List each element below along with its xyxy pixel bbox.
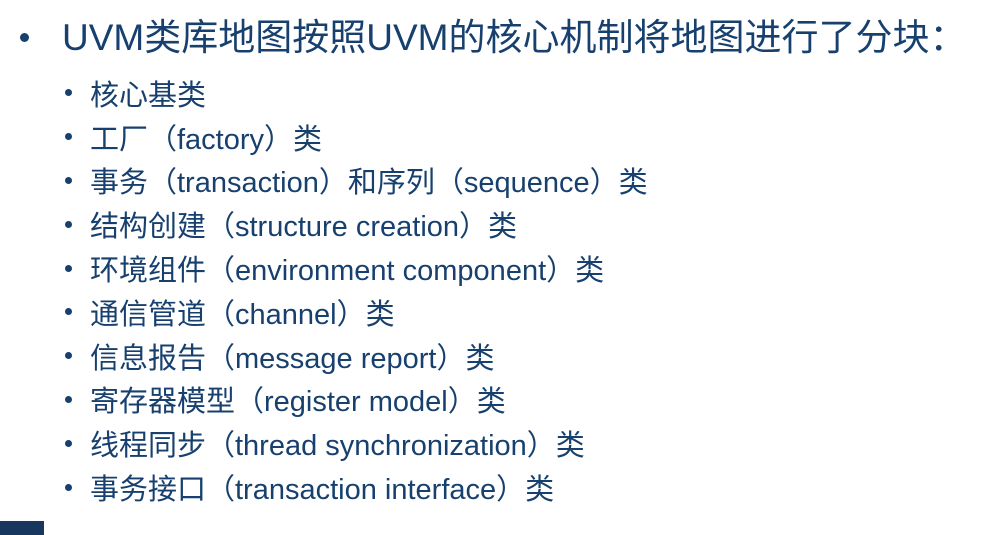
list-item: 寄存器模型（register model）类 [62,378,962,422]
bullet-icon [65,352,72,360]
list-item-label: 寄存器模型（register model）类 [90,386,506,419]
bottom-left-accent-bar [0,521,44,535]
slide-title: UVM类库地图按照UVM的核心机制将地图进行了分块： [62,17,967,58]
list-item: 信息报告（message report）类 [62,334,962,378]
list-item-label: 事务（transaction）和序列（sequence）类 [90,167,648,200]
bullet-icon [65,395,72,403]
list-item-label: 环境组件（environment component）类 [90,255,605,288]
list-item: 线程同步（thread synchronization）类 [62,421,962,465]
bullet-icon [65,220,72,228]
title-bullet-icon [20,33,29,42]
list-item: 环境组件（environment component）类 [62,246,962,290]
list-item: 事务接口（transaction interface）类 [62,465,962,509]
list-item: 结构创建（structure creation）类 [62,202,962,246]
list-item-label: 信息报告（message report）类 [90,342,495,375]
list-item-label: 工厂（factory）类 [90,123,323,156]
list-item: 事务（transaction）和序列（sequence）类 [62,159,962,203]
list-item: 核心基类 [62,71,962,115]
list-item-label: 核心基类 [90,79,207,112]
list-item: 通信管道（channel）类 [62,290,962,334]
list-item: 工厂（factory）类 [62,115,962,159]
bullet-icon [65,439,72,447]
bullet-icon [65,133,72,141]
bullet-icon [65,89,72,97]
list-item-label: 结构创建（structure creation）类 [90,211,518,244]
list-item-label: 事务接口（transaction interface）类 [90,474,555,507]
bullet-icon [65,483,72,491]
bullet-list: 核心基类 工厂（factory）类 事务（transaction）和序列（seq… [62,71,962,509]
list-item-label: 线程同步（thread synchronization）类 [90,430,585,463]
list-item-label: 通信管道（channel）类 [90,298,395,331]
bullet-icon [65,176,72,184]
bullet-icon [65,308,72,316]
bullet-icon [65,264,72,272]
